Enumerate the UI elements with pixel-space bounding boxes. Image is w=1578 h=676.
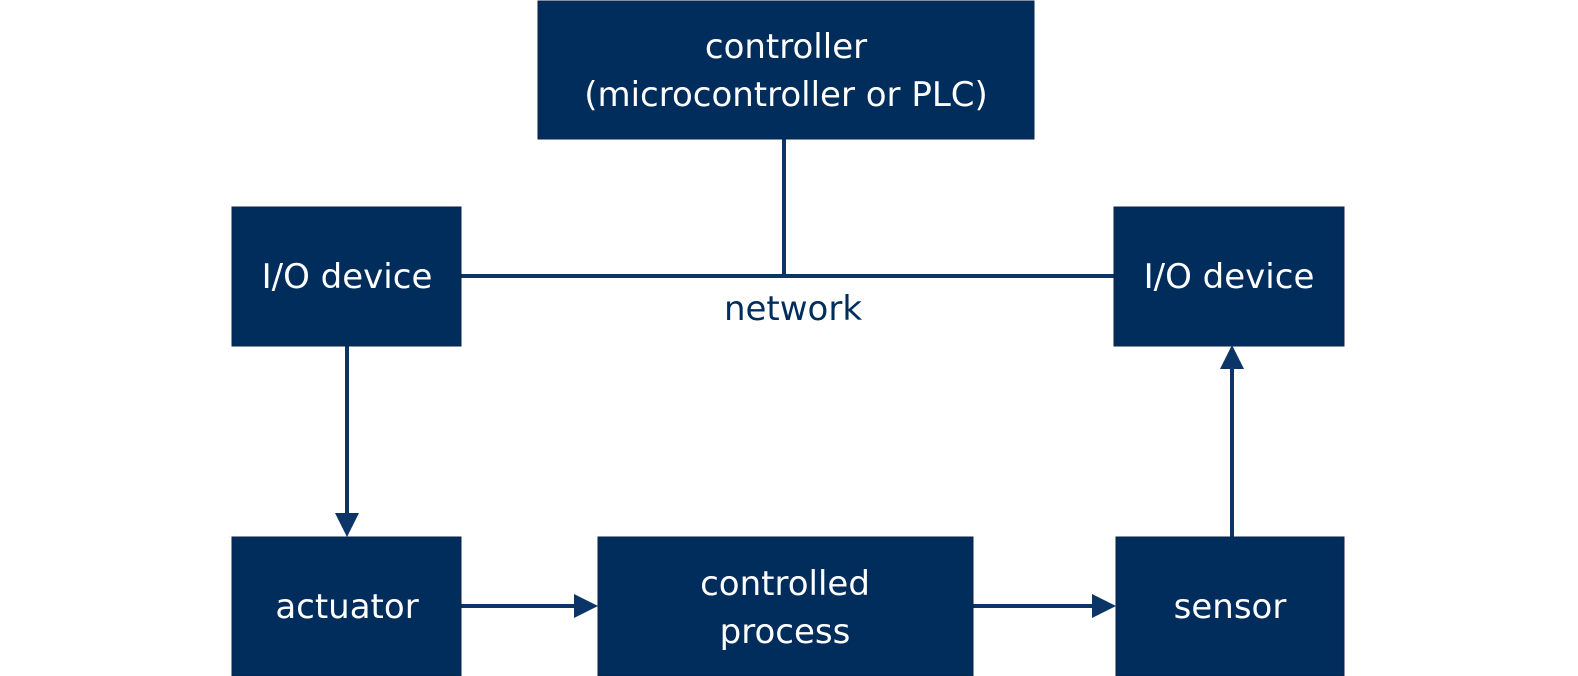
process-to-sensor-arrowhead <box>1092 594 1116 618</box>
io-device-left-box: I/O device <box>231 206 462 347</box>
io-device-right-label: I/O device <box>1144 257 1315 297</box>
controller-label-line-2: (microcontroller or PLC) <box>584 75 988 115</box>
io-device-left-label: I/O device <box>262 257 433 297</box>
sensor-label: sensor <box>1174 587 1287 627</box>
actuator-box: actuator <box>231 536 462 676</box>
network-label: network <box>724 289 862 329</box>
actuator-label: actuator <box>275 587 418 627</box>
io-left-to-actuator-arrowhead <box>335 513 359 537</box>
sensor-box: sensor <box>1115 536 1345 676</box>
controlled-process-box: controlled process <box>597 536 974 676</box>
controller-label-line-1: controller <box>705 27 867 67</box>
edges <box>335 139 1244 618</box>
controller-box: controller (microcontroller or PLC) <box>537 0 1035 140</box>
io-device-right-box: I/O device <box>1113 206 1345 347</box>
sensor-to-io-right-arrowhead <box>1220 345 1244 369</box>
actuator-to-process-arrowhead <box>574 594 598 618</box>
controlled-process-label-line-1: controlled <box>700 564 870 604</box>
controlled-process-label-line-2: process <box>720 612 851 652</box>
